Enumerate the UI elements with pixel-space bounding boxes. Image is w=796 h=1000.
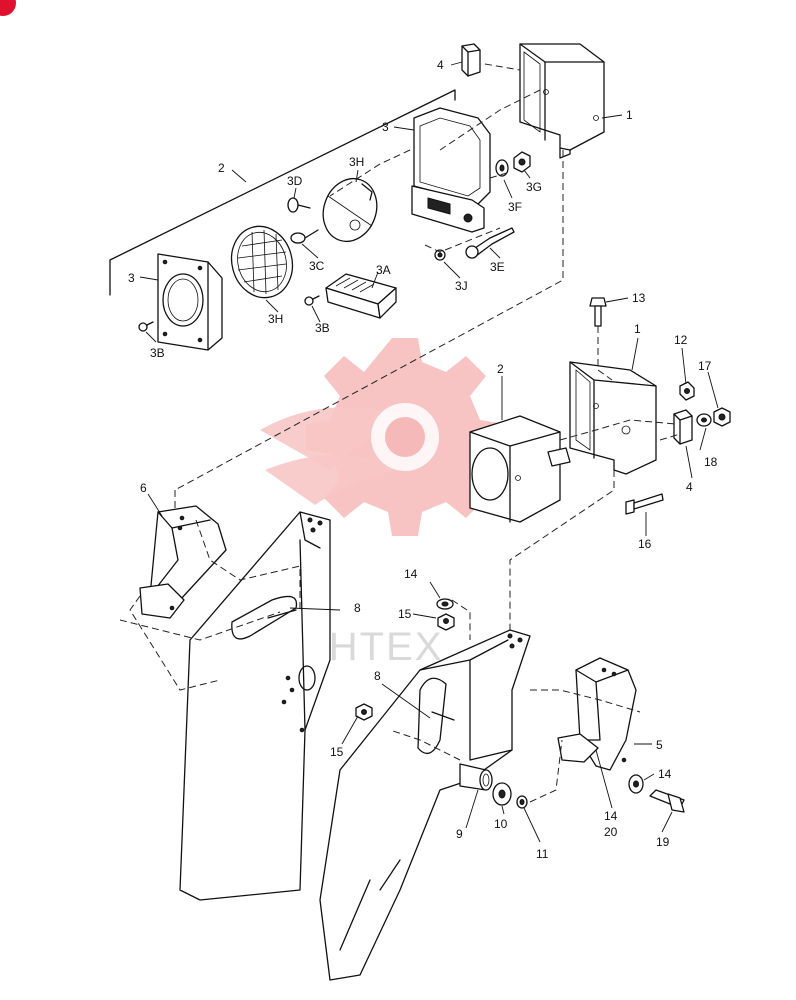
assembly-line-low-3 [129, 595, 221, 691]
nut-15-center [437, 613, 455, 631]
label-4-top: 4 [437, 58, 444, 72]
bracket-5 [557, 657, 637, 771]
label-2-middle: 2 [497, 362, 504, 376]
washer-11 [516, 795, 528, 809]
nut-17 [713, 407, 731, 427]
label-3b-right: 3B [315, 321, 330, 335]
nut-12 [679, 381, 695, 401]
assembly-line-down [174, 150, 564, 491]
assembly-line-mid-3 [659, 433, 681, 441]
label-14-lower: 14 [604, 809, 618, 823]
assembly-line-low-4 [530, 689, 641, 713]
label-1-middle: 1 [634, 322, 641, 336]
label-10: 10 [494, 817, 508, 831]
label-3g: 3G [526, 180, 542, 194]
label-3b-left: 3B [150, 346, 165, 360]
label-3a: 3A [376, 263, 391, 277]
screw-3e [465, 227, 515, 259]
label-3e: 3E [490, 260, 505, 274]
assembly-line-top-3 [329, 149, 411, 197]
clip-part-4-top [461, 43, 481, 77]
label-3f: 3F [508, 200, 522, 214]
bolt-13 [589, 297, 607, 327]
washer-14-center [436, 598, 454, 610]
post-left [179, 511, 331, 901]
lamp-housing-top [519, 43, 605, 159]
label-3h-top: 3H [349, 155, 364, 169]
label-16: 16 [638, 537, 652, 551]
label-17: 17 [698, 359, 712, 373]
sleeve-9 [459, 763, 493, 791]
bolt-16 [625, 493, 664, 515]
assembly-line-mid-4 [509, 470, 615, 640]
bulb-3c [290, 229, 319, 244]
label-3d: 3D [287, 174, 303, 188]
label-6: 6 [140, 481, 147, 495]
assembly-line-mid-2 [559, 419, 677, 441]
label-5: 5 [656, 738, 663, 752]
label-20: 20 [604, 825, 618, 839]
group-bracket-line [109, 89, 456, 296]
part-number-labels: 4 1 3 2 3H 3D 3G 3F 3C 3E 3A 3 3J 3H 3B … [128, 58, 718, 861]
screw-3b-left [138, 321, 154, 332]
label-1-top: 1 [626, 108, 633, 122]
washer-3f [495, 159, 509, 177]
assembly-line-low-1 [119, 611, 281, 641]
washer-18 [696, 413, 712, 427]
nut-3g [513, 151, 531, 173]
connector-block [411, 185, 485, 233]
label-8-left: 8 [354, 601, 361, 615]
lamp-housing-middle [569, 361, 657, 475]
label-11: 11 [536, 847, 549, 861]
assembly-line-low-5 [389, 729, 461, 761]
bulb-3d [287, 197, 311, 213]
assembly-line-top-2 [439, 89, 541, 151]
corner-badge-icon [0, 0, 16, 16]
handle-8-right [417, 677, 455, 755]
label-14-right: 14 [658, 767, 672, 781]
lamp-lens-3h [230, 225, 294, 299]
assembly-line-low-2 [195, 519, 301, 610]
label-3c: 3C [309, 259, 325, 273]
label-4-middle: 4 [686, 480, 693, 494]
assembly-line-mid-1 [597, 326, 613, 381]
label-15-center: 15 [398, 607, 412, 621]
bolt-19 [649, 789, 685, 813]
label-3-top: 3 [382, 120, 389, 134]
nut-15-lower [355, 703, 373, 721]
reflector-3a [325, 273, 397, 319]
label-3h-bottom: 3H [268, 312, 283, 326]
assembly-line-top-1 [484, 63, 521, 71]
label-19: 19 [656, 835, 670, 849]
lamp-unit-2 [469, 415, 571, 523]
label-3j: 3J [455, 279, 468, 293]
label-14-center: 14 [404, 567, 418, 581]
clip-part-4-middle [673, 409, 693, 445]
label-15-lower: 15 [330, 745, 344, 759]
bracket-6 [139, 505, 227, 619]
label-2-top: 2 [218, 161, 225, 175]
label-18: 18 [704, 455, 718, 469]
reflector-3h-top [322, 177, 378, 243]
screw-3b-right [304, 295, 320, 306]
label-13: 13 [632, 291, 646, 305]
screw-3j [434, 249, 446, 261]
leader-lines [139, 61, 719, 843]
label-3-left: 3 [128, 271, 135, 285]
assembly-line-top-5 [489, 171, 511, 179]
assembly-line-top-4 [424, 227, 501, 253]
lamp-bezel-left [157, 253, 223, 351]
washer-14-right [628, 774, 644, 794]
bushing-10 [492, 782, 512, 806]
label-8-right: 8 [374, 669, 381, 683]
label-9: 9 [456, 827, 463, 841]
assembly-line-low-6 [529, 739, 563, 803]
label-12: 12 [674, 333, 688, 347]
assembly-line-washer [451, 599, 471, 640]
